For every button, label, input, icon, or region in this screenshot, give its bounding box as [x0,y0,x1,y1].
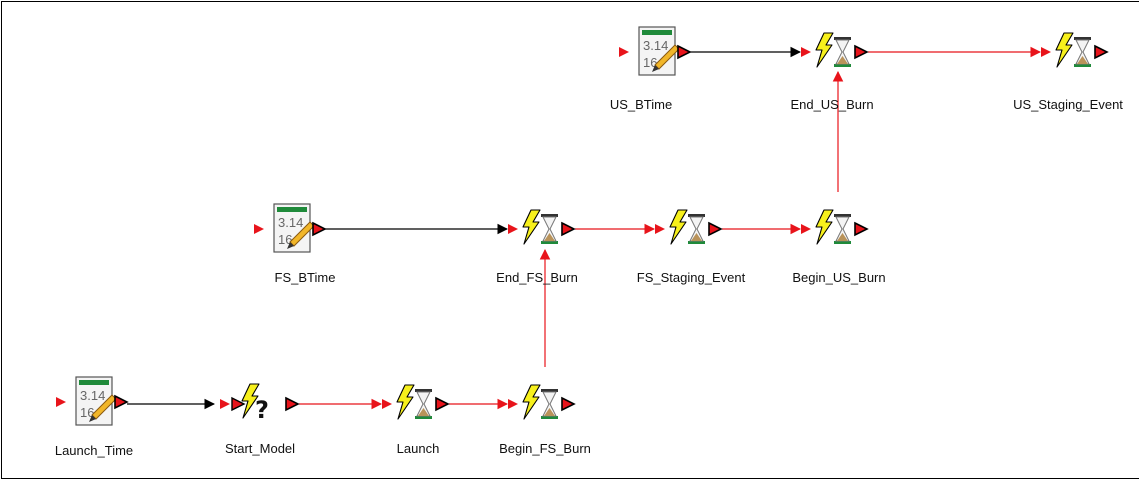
node-label-begin-fs-burn: Begin_FS_Burn [499,441,591,456]
node-label-start-model: Start_Model [224,441,296,456]
lightning-hourglass-icon [396,384,432,420]
output-port-icon[interactable] [561,221,576,237]
input-port-icon[interactable] [801,47,811,57]
input-port-icon[interactable] [801,224,811,234]
node-label-us-staging-event: US_Staging_Event [1013,97,1123,112]
input-port-icon[interactable] [655,224,665,234]
question-mark-icon: ? [255,396,269,424]
hourglass-icon [415,389,432,419]
output-port-icon[interactable] [677,44,692,60]
node-label-fs-btime: FS_BTime [274,270,336,285]
hourglass-icon [1074,37,1091,67]
svg-text:3.14: 3.14 [80,388,105,403]
node-label-end-fs-burn: End_FS_Burn [496,270,578,285]
node-label-end-us-burn: End_US_Burn [790,97,874,112]
node-fs-btime[interactable]: 3.14 16 [254,203,327,253]
lightning-hourglass-icon [815,32,851,68]
input-port-icon[interactable] [619,47,629,57]
lightning-hourglass-icon [522,209,558,245]
svg-text:3.14: 3.14 [278,215,303,230]
output-port-icon[interactable] [435,396,450,412]
output-port-icon[interactable] [854,221,869,237]
node-end-fs-burn[interactable] [508,209,576,245]
lightning-bolt-icon [241,383,260,419]
input-port-icon[interactable] [1041,47,1051,57]
node-us-btime[interactable]: 3.14 16 [619,26,692,76]
lightning-question-icon: ? [231,383,269,424]
input-port-icon[interactable] [508,399,518,409]
calculator-note-icon: 3.14 16 [273,203,315,253]
output-port-icon[interactable] [285,396,300,412]
node-label-launch-time: Launch_Time [54,443,134,458]
lightning-bolt-icon [815,32,834,68]
output-port-icon[interactable] [312,221,327,237]
hourglass-icon [834,37,851,67]
lightning-hourglass-icon [815,209,851,245]
input-port-icon[interactable] [220,399,230,409]
svg-text:3.14: 3.14 [643,38,668,53]
output-port-icon[interactable] [708,221,723,237]
lightning-hourglass-icon [669,209,705,245]
node-launch[interactable] [382,384,450,420]
lightning-bolt-icon [522,384,541,420]
output-port-icon[interactable] [1094,44,1109,60]
lightning-bolt-icon [396,384,415,420]
output-port-icon[interactable] [854,44,869,60]
node-us-staging-event[interactable] [1041,32,1109,68]
lightning-hourglass-icon [1055,32,1091,68]
lightning-bolt-icon [1055,32,1074,68]
input-port-icon[interactable] [56,397,66,407]
svg-text:16: 16 [80,405,94,420]
hourglass-icon [834,214,851,244]
calculator-note-icon: 3.14 16 [638,26,680,76]
node-label-begin-us-burn: Begin_US_Burn [792,270,886,285]
node-label-launch: Launch [396,441,440,456]
node-label-fs-staging-event: FS_Staging_Event [636,270,746,285]
input-port-icon[interactable] [382,399,392,409]
node-start-model[interactable]: ? [220,383,300,424]
hourglass-icon [688,214,705,244]
node-begin-fs-burn[interactable] [508,384,576,420]
svg-text:16: 16 [643,55,657,70]
node-begin-us-burn[interactable] [801,209,869,245]
node-end-us-burn[interactable] [801,32,869,68]
calculator-note-icon: 3.14 16 [75,376,117,426]
node-label-us-btime: US_BTime [609,97,673,112]
node-launch-time[interactable]: 3.14 16 [56,376,129,426]
hourglass-icon [541,389,558,419]
input-port-icon[interactable] [254,224,264,234]
lightning-bolt-icon [815,209,834,245]
hourglass-icon [541,214,558,244]
output-port-icon[interactable] [561,396,576,412]
lightning-hourglass-icon [522,384,558,420]
lightning-bolt-icon [669,209,688,245]
output-port-icon[interactable] [114,394,129,410]
svg-text:16: 16 [278,232,292,247]
input-port-icon[interactable] [508,224,518,234]
node-fs-staging-event[interactable] [655,209,723,245]
lightning-bolt-icon [522,209,541,245]
